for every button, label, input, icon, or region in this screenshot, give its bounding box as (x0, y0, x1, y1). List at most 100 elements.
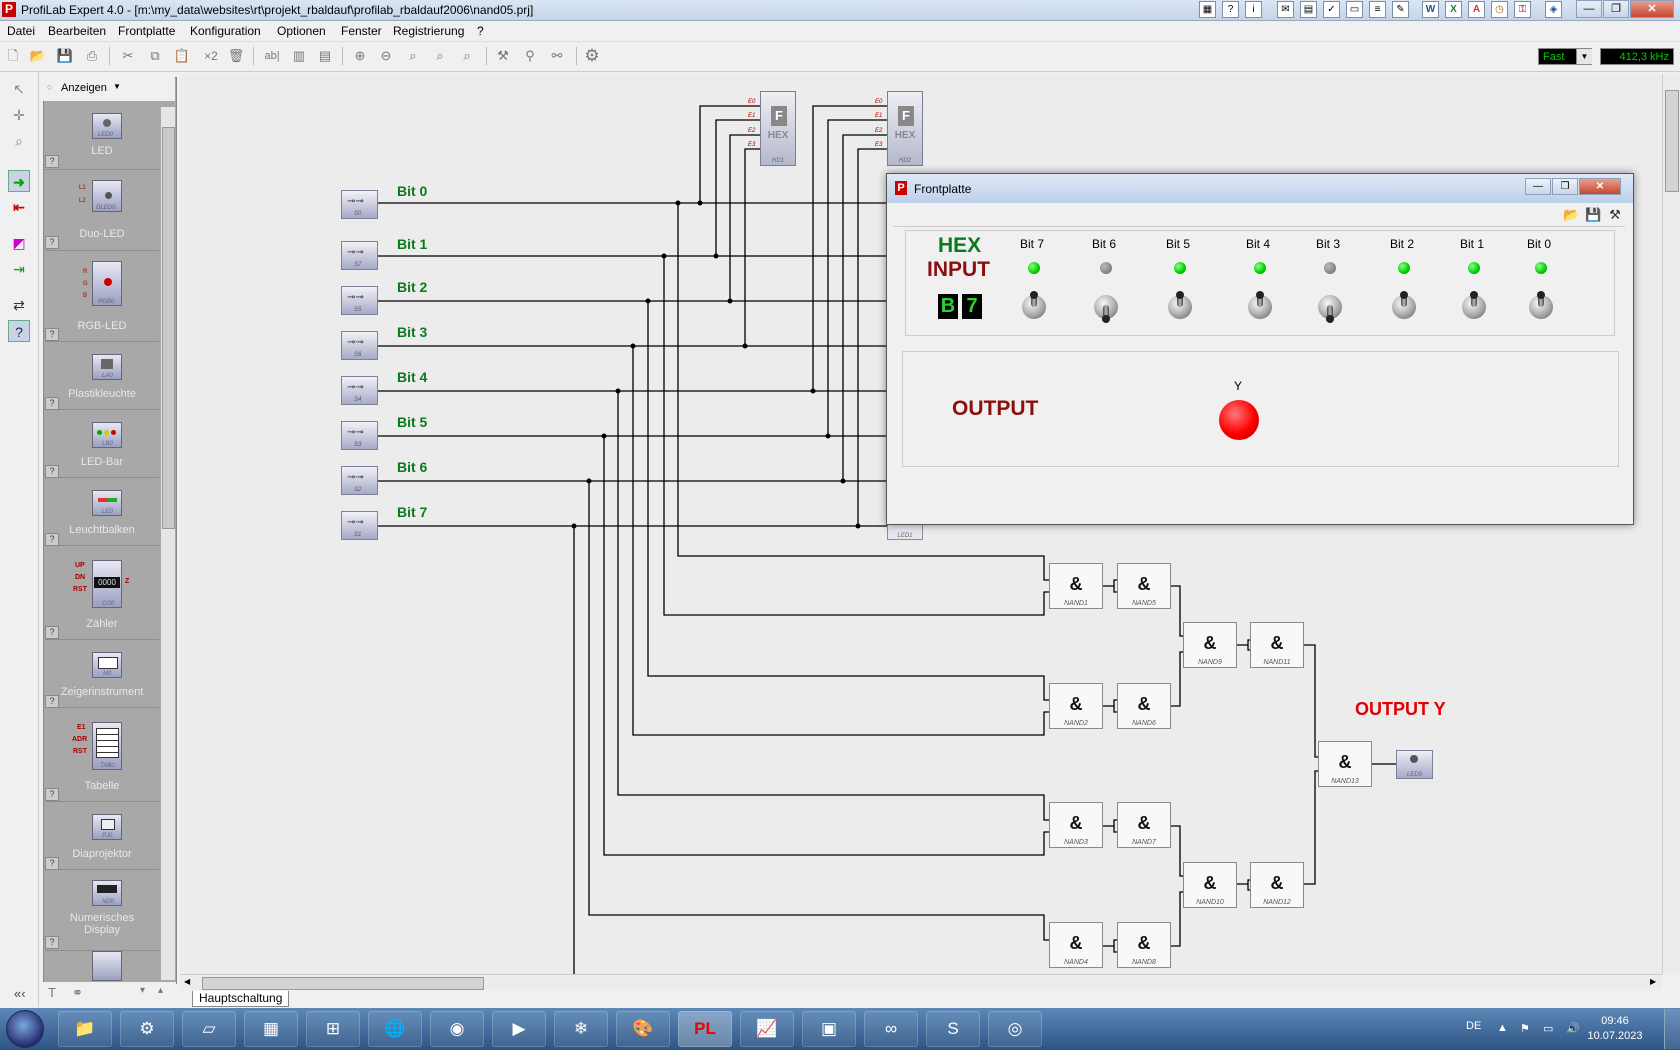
snowflake-taskbar-icon[interactable]: ❄ (554, 1011, 608, 1047)
input-icon[interactable]: ⇥ (13, 261, 25, 277)
wire-icon[interactable]: ⚯ (551, 48, 563, 63)
gradient-icon[interactable]: ◩ (12, 235, 26, 251)
probe-icon[interactable]: ⚲ (525, 48, 535, 63)
library-item-rgb-led[interactable]: RGB0 R G B RGB-LED ? (45, 251, 159, 342)
help-icon[interactable]: ? (1222, 1, 1239, 18)
switch-bit-3[interactable]: ⊸⊸S6 (341, 331, 378, 360)
tool-taskbar-icon[interactable]: ▣ (802, 1011, 856, 1047)
crosshair-icon[interactable]: ✛ (13, 107, 25, 123)
save-icon[interactable]: 💾 (56, 48, 74, 63)
menu-fenster[interactable]: Fenster (341, 24, 382, 38)
library-item-duo-led[interactable]: DLED0 L1 L2 Duo-LED ? (45, 170, 159, 251)
frontplatte-title-bar[interactable]: P Frontplatte — ❐ ✕ (887, 174, 1633, 203)
menu-bearbeiten[interactable]: Bearbeiten (48, 24, 107, 38)
key-icon[interactable]: ⚿ (1514, 1, 1531, 18)
gps-taskbar-icon[interactable]: ◎ (988, 1011, 1042, 1047)
scroll-left-icon[interactable]: ◀ (184, 977, 191, 986)
print-icon[interactable]: ⎙ (86, 48, 98, 63)
help-badge[interactable]: ? (45, 236, 59, 249)
outlook-icon[interactable]: ◷ (1491, 1, 1508, 18)
context-help-icon[interactable]: ? (8, 320, 30, 342)
nand-gate[interactable]: &NAND1 (1049, 563, 1103, 609)
output-led-component[interactable]: LED9 (1396, 750, 1433, 779)
help-badge[interactable]: ? (45, 626, 59, 639)
switch-bit-0[interactable]: ⊸⊸S0 (341, 190, 378, 219)
check-icon[interactable]: ✓ (1323, 1, 1340, 18)
led1-component[interactable]: LED1 (887, 523, 923, 540)
tab-hauptschaltung[interactable]: Hauptschaltung (192, 991, 290, 1007)
sublime-taskbar-icon[interactable]: S (926, 1011, 980, 1047)
tray-up-icon[interactable]: ▲ (1497, 1022, 1508, 1034)
language-indicator[interactable]: DE (1466, 1020, 1482, 1032)
menu-datei[interactable]: Datei (7, 24, 36, 38)
duplicate-button[interactable]: ×2 (204, 49, 218, 63)
library-item-diaprojektor[interactable]: PJ0 Diaprojektor ? (45, 802, 159, 870)
text-tool-button[interactable]: ab| (264, 50, 280, 62)
media-taskbar-icon[interactable]: ▶ (492, 1011, 546, 1047)
library-item-numerisches-display[interactable]: ND0 Numerisches Display ? (45, 870, 159, 951)
mail-icon[interactable]: ✉ (1277, 1, 1294, 18)
volume-icon[interactable]: 🔊 (1566, 1023, 1580, 1035)
open-folder-icon[interactable]: 📂 (1563, 207, 1580, 222)
save-icon[interactable]: 💾 (1585, 207, 1602, 222)
fp-bit-toggle-switch[interactable] (1094, 291, 1118, 323)
arduino-taskbar-icon[interactable]: ∞ (864, 1011, 918, 1047)
settings-taskbar-icon[interactable]: ⚙ (120, 1011, 174, 1047)
zoom-in-icon[interactable]: ⊕ (354, 48, 366, 63)
columns-icon[interactable]: ▤ (318, 48, 332, 63)
nand-gate[interactable]: &NAND6 (1117, 683, 1171, 729)
close-button[interactable]: ✕ (1579, 178, 1621, 195)
help-badge[interactable]: ? (45, 857, 59, 870)
minimize-button[interactable]: — (1525, 178, 1551, 195)
magnifier-icon[interactable]: ⌕ (15, 133, 23, 149)
grid-icon[interactable]: ▦ (1199, 1, 1216, 18)
help-badge[interactable]: ? (45, 936, 59, 949)
flag-icon[interactable]: ⚑ (1520, 1023, 1530, 1035)
open-folder-icon[interactable]: 📂 (29, 48, 47, 63)
network-icon[interactable]: ▭ (1543, 1023, 1554, 1035)
card-icon[interactable]: ▭ (1346, 1, 1363, 18)
nand-gate[interactable]: &NAND5 (1117, 563, 1171, 609)
hex-display-hd2[interactable]: F HEX HD2 (887, 91, 923, 166)
menu-registrierung[interactable]: Registrierung (393, 24, 465, 38)
cut-icon[interactable]: ✂ (122, 48, 134, 63)
library-scrollbar[interactable] (160, 107, 175, 980)
radio-icon[interactable]: ○ (47, 82, 53, 92)
pin-up-icon[interactable]: ▴ (158, 985, 164, 996)
run-arrow-icon[interactable]: ➜ (8, 170, 30, 192)
menu-frontplatte[interactable]: Frontplatte (118, 24, 176, 38)
help-badge[interactable]: ? (45, 788, 59, 801)
scroll-thumb[interactable] (202, 977, 484, 990)
nand-gate[interactable]: &NAND4 (1049, 922, 1103, 968)
nand-gate[interactable]: &NAND8 (1117, 922, 1171, 968)
explorer-taskbar-icon[interactable]: 📁 (58, 1011, 112, 1047)
scroll-thumb[interactable] (1665, 90, 1679, 192)
chart-taskbar-icon[interactable]: 📈 (740, 1011, 794, 1047)
switch-bit-5[interactable]: ⊸⊸S3 (341, 421, 378, 450)
switch-bit-7[interactable]: ⊸⊸S1 (341, 511, 378, 540)
word-icon[interactable]: W (1422, 1, 1439, 18)
help-badge[interactable]: ? (45, 465, 59, 478)
minimize-button[interactable]: — (1576, 0, 1602, 18)
horizontal-scrollbar[interactable]: ◀ ▶ (180, 974, 1662, 991)
chevron-down-icon[interactable]: ▼ (1576, 49, 1592, 64)
tools-icon[interactable]: ⚒ (1609, 207, 1621, 222)
library-item-plastikleuchte[interactable]: LA0 Plastikleuchte ? (45, 342, 159, 410)
access-icon[interactable]: A (1468, 1, 1485, 18)
menu-optionen[interactable]: Optionen (277, 24, 326, 38)
hex-display-hd1[interactable]: F HEX HD1 (760, 91, 796, 166)
chevron-down-icon[interactable]: ▼ (113, 82, 121, 91)
settings-gear-icon[interactable]: ⚙ (584, 46, 600, 65)
nand-gate[interactable]: &NAND10 (1183, 862, 1237, 908)
copy-icon[interactable]: ⧉ (150, 48, 160, 63)
calc-taskbar-icon[interactable]: ▦ (244, 1011, 298, 1047)
nand-gate[interactable]: &NAND13 (1318, 741, 1372, 787)
new-file-icon[interactable]: 🗋 (7, 48, 19, 63)
switch-bit-4[interactable]: ⊸⊸S4 (341, 376, 378, 405)
paint-taskbar-icon[interactable]: 🎨 (616, 1011, 670, 1047)
office-icon[interactable]: ◈ (1545, 1, 1562, 18)
switch-bit-1[interactable]: ⊸⊸S7 (341, 241, 378, 270)
switch-bit-6[interactable]: ⊸⊸S2 (341, 466, 378, 495)
grid-icon[interactable]: ▥ (292, 48, 306, 63)
show-desktop-button[interactable] (1664, 1009, 1680, 1049)
